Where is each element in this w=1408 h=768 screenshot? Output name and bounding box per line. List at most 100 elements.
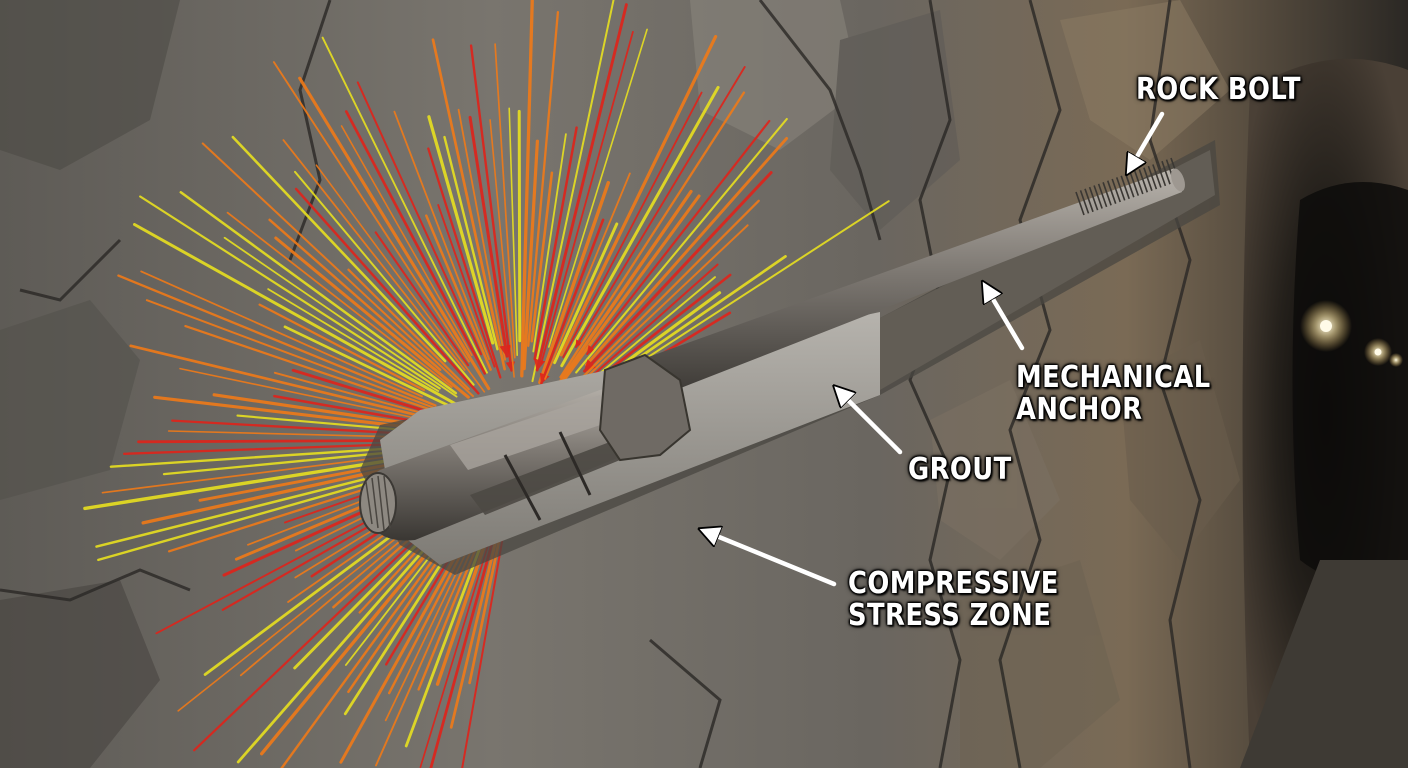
- stress-ray: [273, 371, 420, 414]
- stress-ray: [533, 3, 628, 372]
- stress-ray: [559, 34, 718, 357]
- stress-ray: [117, 274, 437, 407]
- thread-line: [1106, 180, 1117, 204]
- thread-line: [1079, 190, 1090, 214]
- stress-ray: [123, 442, 418, 455]
- compressive-stress-rays: [83, 0, 890, 768]
- stress-ray: [560, 85, 720, 368]
- stress-ray: [435, 541, 487, 686]
- stress-ray: [294, 187, 480, 395]
- thread-line: [1147, 165, 1158, 190]
- stress-ray: [540, 30, 634, 365]
- rock-cracks: [0, 0, 1202, 768]
- mechanical-anchor: [359, 353, 692, 541]
- mechanical-anchor-label-line-2: ANCHOR: [1016, 392, 1143, 427]
- stress-ray: [140, 270, 423, 398]
- stress-ray: [431, 38, 506, 371]
- stress-ray: [553, 222, 619, 365]
- stress-ray: [267, 288, 440, 392]
- stress-ray: [374, 231, 470, 367]
- stress-ray: [171, 419, 414, 436]
- stress-ray: [522, 139, 540, 371]
- stress-ray: [139, 195, 441, 390]
- tunnel-light-bulb: [1320, 320, 1332, 332]
- grout-label: GROUT: [908, 452, 1012, 487]
- stress-ray: [568, 224, 749, 395]
- stress-ray: [517, 109, 522, 343]
- compressive-stress-zone-label: COMPRESSIVE STRESS ZONE: [848, 568, 1059, 632]
- stress-ray: [133, 223, 463, 409]
- stress-ray: [469, 44, 516, 372]
- anchor-slot-2: [558, 431, 592, 496]
- stress-ray: [268, 218, 442, 371]
- stress-ray: [145, 299, 454, 416]
- anchor-wedge-top: [450, 395, 615, 470]
- thread-line: [1097, 183, 1108, 208]
- stress-ray: [283, 325, 458, 411]
- grout-pointer: [836, 388, 903, 455]
- rock-bolt-label: ROCK BOLT: [1136, 72, 1301, 107]
- tunnel-depth: [1292, 182, 1408, 580]
- stress-ray: [291, 368, 446, 420]
- stress-ray: [298, 76, 491, 391]
- stress-ray: [419, 523, 496, 768]
- stress-ray: [520, 0, 534, 378]
- stress-ray: [425, 214, 492, 371]
- thread-line: [1075, 191, 1085, 216]
- stress-ray: [427, 115, 495, 345]
- stress-ray: [547, 28, 648, 348]
- stress-ray: [559, 189, 693, 382]
- stress-ray: [461, 522, 507, 768]
- stress-ray: [531, 0, 615, 383]
- stress-ray: [294, 170, 475, 386]
- stress-ray: [574, 66, 746, 349]
- stress-ray: [179, 191, 458, 395]
- stress-ray: [179, 367, 443, 425]
- bolt-end: [1171, 168, 1185, 192]
- stress-ray: [344, 110, 487, 375]
- rock-texture: [0, 0, 1240, 768]
- stress-ray: [508, 107, 519, 357]
- stress-ray: [340, 125, 473, 357]
- thread-line: [1084, 188, 1094, 213]
- stress-ray: [393, 110, 490, 361]
- stress-ray: [538, 180, 610, 385]
- stress-ray: [437, 204, 496, 368]
- stress-ray: [585, 136, 789, 367]
- stress-ray: [347, 268, 470, 391]
- stress-ray: [274, 236, 470, 399]
- stress-ray: [494, 43, 516, 359]
- stress-ray: [201, 142, 474, 398]
- stress-ray: [575, 117, 788, 374]
- thread-line: [1102, 182, 1112, 206]
- anchor-nut: [598, 353, 692, 462]
- stress-ray: [427, 147, 502, 379]
- stress-ray: [236, 518, 452, 764]
- stress-ray: [544, 172, 631, 380]
- bolt-rod: [640, 168, 1182, 400]
- stress-ray: [457, 108, 507, 361]
- mechanical-anchor-label-line-1: MECHANICAL: [1016, 360, 1211, 395]
- stress-ray: [443, 135, 499, 351]
- stress-ray: [321, 36, 488, 374]
- rock-bolt-pointer: [1128, 111, 1165, 172]
- stress-ray: [539, 218, 605, 385]
- stress-ray: [272, 61, 470, 363]
- tunnel-light-farthest: [1389, 353, 1403, 367]
- stress-ray: [315, 164, 486, 393]
- stress-ray: [489, 119, 515, 378]
- tunnel-floor: [1240, 560, 1408, 768]
- thread-line: [1088, 186, 1099, 211]
- compressive-stress-zone-label-line-2: STRESS ZONE: [848, 598, 1052, 633]
- rock-bolt: [640, 157, 1185, 400]
- stress-ray: [223, 236, 458, 398]
- stress-ray: [129, 344, 461, 427]
- stress-ray: [226, 211, 453, 388]
- thread-line: [1125, 173, 1135, 198]
- stress-ray: [153, 395, 417, 430]
- compressive-stress-zone-pointer: [702, 530, 837, 587]
- anchor-bolt-tip: [359, 472, 397, 534]
- stress-ray: [562, 91, 703, 359]
